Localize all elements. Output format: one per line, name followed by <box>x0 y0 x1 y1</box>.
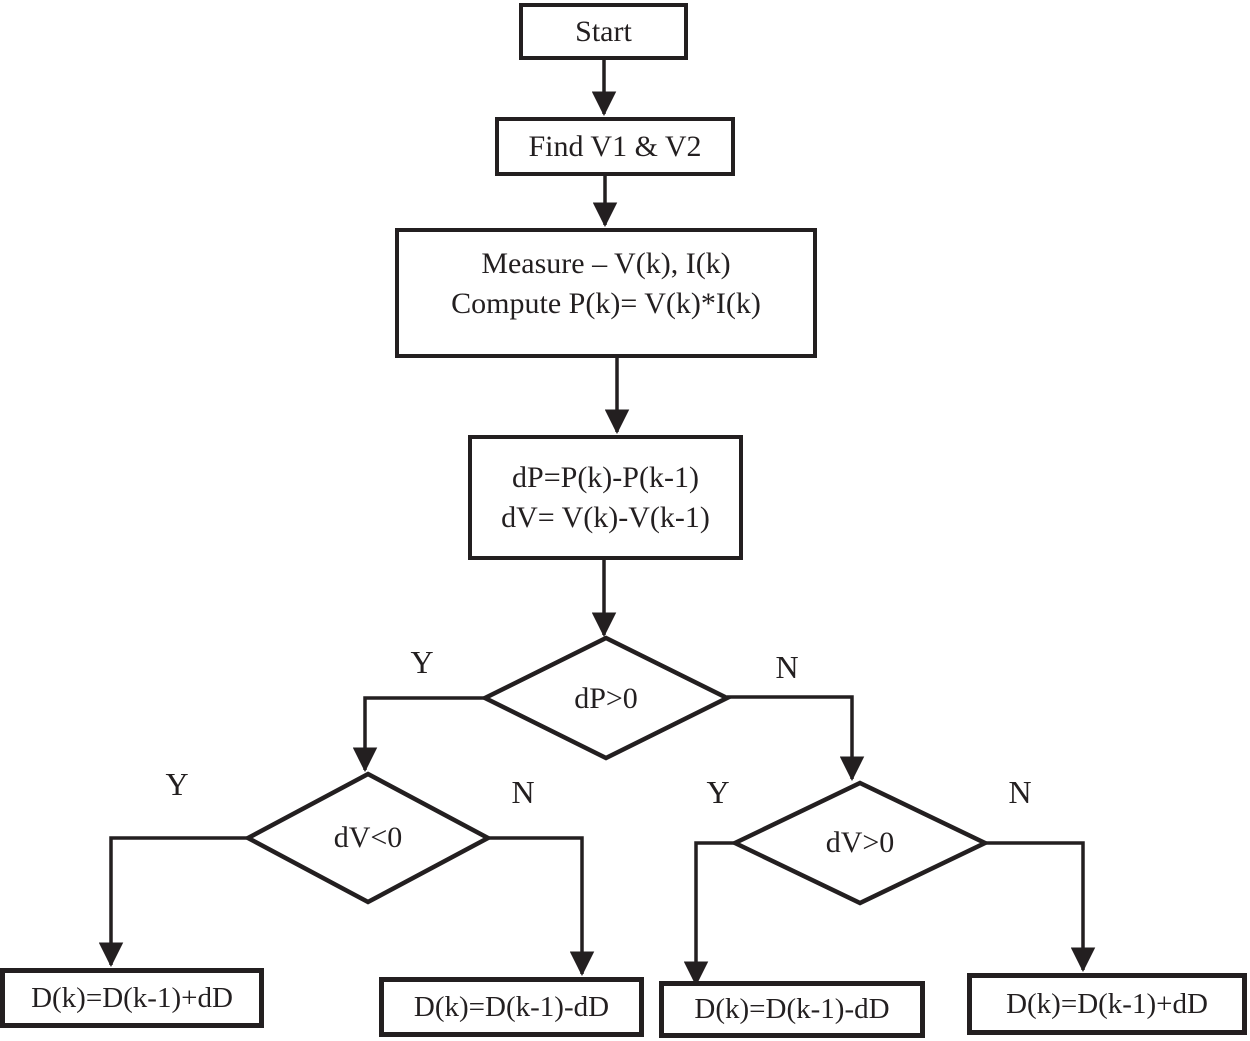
connector-dvpos-yes-to-out3 <box>683 841 735 987</box>
connector-dp-no-to-dvpos <box>727 695 865 782</box>
decision-dp-label: dP>0 <box>574 682 638 715</box>
branch-label-dv-pos-yes: Y <box>706 774 730 810</box>
decision-dv-pos-diamond <box>729 780 991 906</box>
out-left-no-node: D(k)=D(k-1)-dD <box>379 977 644 1037</box>
out-right-no-node: D(k)=D(k-1)+dD <box>967 973 1247 1035</box>
delta-node: dP=P(k)-P(k-1) dV= V(k)-V(k-1) <box>468 435 743 560</box>
decision-dv-neg-label: dV<0 <box>333 821 403 854</box>
find-label: Find V1 & V2 <box>528 129 702 163</box>
out-left-yes-label: D(k)=D(k-1)+dD <box>31 981 233 1014</box>
connector-dvneg-no-to-out2 <box>488 836 595 977</box>
connector-dvneg-yes-to-out1 <box>98 836 248 968</box>
start-node: Start <box>519 3 688 60</box>
out-left-yes-node: D(k)=D(k-1)+dD <box>0 968 264 1028</box>
delta-line2: dV= V(k)-V(k-1) <box>501 500 710 534</box>
find-node: Find V1 & V2 <box>495 117 735 176</box>
connector-dp-yes-to-dvneg <box>352 696 485 773</box>
out-right-yes-node: D(k)=D(k-1)-dD <box>659 981 925 1038</box>
out-right-no-label: D(k)=D(k-1)+dD <box>1006 987 1208 1020</box>
branch-label-dv-pos-no: N <box>1008 774 1032 810</box>
branch-label-dp-yes: Y <box>410 644 434 680</box>
decision-dp-diamond <box>479 635 733 761</box>
out-right-yes-label: D(k)=D(k-1)-dD <box>694 993 890 1026</box>
connector-dvpos-no-to-out4 <box>985 841 1096 973</box>
start-label: Start <box>575 14 632 48</box>
decision-dv-neg-diamond <box>243 771 493 905</box>
measure-line2: Compute P(k)= V(k)*I(k) <box>451 287 761 320</box>
branch-label-dv-neg-no: N <box>511 774 535 810</box>
measure-line1: Measure – V(k), I(k) <box>481 247 731 280</box>
branch-label-dp-no: N <box>775 649 799 685</box>
delta-line1: dP=P(k)-P(k-1) <box>512 460 699 494</box>
decision-dv-pos-label: dV>0 <box>825 826 895 859</box>
branch-label-dv-neg-yes: Y <box>165 766 189 802</box>
out-left-no-label: D(k)=D(k-1)-dD <box>413 990 610 1023</box>
measure-node: Measure – V(k), I(k) Compute P(k)= V(k)*… <box>395 228 817 358</box>
